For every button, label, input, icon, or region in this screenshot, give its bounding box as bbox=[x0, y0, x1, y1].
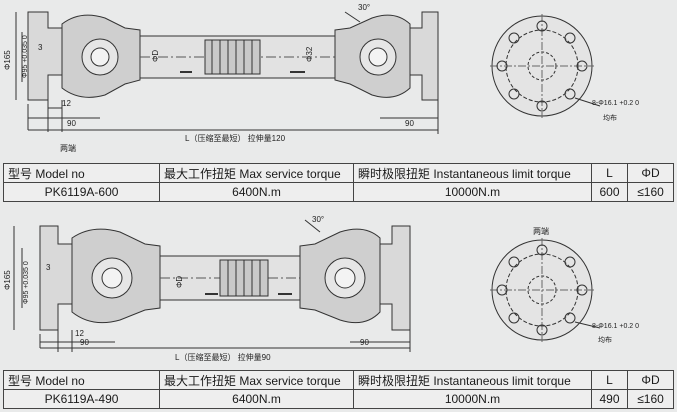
left-flange bbox=[39, 225, 73, 331]
right-flange bbox=[379, 225, 411, 331]
label-dim-12: 12 bbox=[75, 329, 84, 338]
header-max-torque: 最大工作扭矩 Max service torque bbox=[159, 370, 354, 390]
label-both-ends: 两端 bbox=[533, 226, 549, 236]
flange-face-view-2 bbox=[490, 238, 601, 342]
left-flange bbox=[27, 11, 63, 101]
header-model: 型号 Model no bbox=[3, 163, 160, 183]
spec-header-row: 型号 Model no 最大工作扭矩 Max service torque 瞬时… bbox=[3, 163, 674, 183]
value-max-torque: 6400N.m bbox=[159, 182, 354, 202]
flange-face-view-1 bbox=[490, 14, 601, 118]
shaft-drawing-svg-1: Φ165 Φ95 +0.035 0 3 12 90 90 ΦD Φ32 30° … bbox=[3, 3, 639, 153]
spec-value-row: PK6119A-600 6400N.m 10000N.m 600 ≤160 bbox=[3, 182, 674, 202]
value-diameter: ≤160 bbox=[627, 182, 674, 202]
header-diameter: ΦD bbox=[627, 370, 674, 390]
value-model: PK6119A-600 bbox=[3, 182, 160, 202]
shaft-drawing-svg-2: Φ165 Φ95 +0.035 0 3 12 90 90 ΦD 30° L（压缩… bbox=[3, 215, 639, 362]
label-uniform: 均布 bbox=[603, 113, 617, 122]
header-length: L bbox=[591, 163, 628, 183]
value-max-torque: 6400N.m bbox=[159, 389, 354, 409]
header-model: 型号 Model no bbox=[3, 370, 160, 390]
spline-section bbox=[204, 39, 261, 75]
header-limit-torque: 瞬时极限扭矩 Instantaneous limit torque bbox=[353, 163, 592, 183]
label-d-tol: Φ95 +0.035 0 bbox=[22, 35, 29, 78]
value-model: PK6119A-490 bbox=[3, 389, 160, 409]
label-phi-d: ΦD bbox=[175, 276, 184, 288]
label-d-flange: Φ165 bbox=[3, 50, 12, 70]
right-flange bbox=[409, 11, 439, 101]
label-d-tol: Φ95 +0.035 0 bbox=[23, 261, 30, 304]
header-length: L bbox=[591, 370, 628, 390]
label-dim-3: 3 bbox=[46, 263, 51, 272]
label-angle: 30° bbox=[358, 3, 370, 12]
spec-value-row: PK6119A-490 6400N.m 10000N.m 490 ≤160 bbox=[3, 389, 674, 409]
spec-header-row: 型号 Model no 最大工作扭矩 Max service torque 瞬时… bbox=[3, 370, 674, 390]
value-limit-torque: 10000N.m bbox=[353, 182, 592, 202]
label-phi-32: Φ32 bbox=[305, 46, 314, 62]
label-dim-90-right: 90 bbox=[405, 119, 414, 128]
value-length: 600 bbox=[591, 182, 628, 202]
label-phi-d: ΦD bbox=[151, 50, 160, 62]
value-diameter: ≤160 bbox=[627, 389, 674, 409]
header-diameter: ΦD bbox=[627, 163, 674, 183]
label-holes: 8-Φ16.1 +0.2 0 bbox=[592, 100, 639, 107]
shaft-drawing-1: Φ165 Φ95 +0.035 0 3 12 90 90 ΦD Φ32 30° … bbox=[0, 0, 677, 158]
label-dim-12: 12 bbox=[62, 99, 71, 108]
label-length: L（压缩至最短） 拉伸量120 bbox=[185, 133, 286, 143]
label-dim-90-left: 90 bbox=[80, 338, 89, 347]
spec-table-2: 型号 Model no 最大工作扭矩 Max service torque 瞬时… bbox=[3, 370, 674, 409]
label-uniform: 均布 bbox=[598, 335, 612, 344]
value-length: 490 bbox=[591, 389, 628, 409]
label-dim-90-right: 90 bbox=[360, 338, 369, 347]
label-holes: 8-Φ16.1 +0.2 0 bbox=[592, 323, 639, 330]
value-limit-torque: 10000N.m bbox=[353, 389, 592, 409]
header-limit-torque: 瞬时极限扭矩 Instantaneous limit torque bbox=[353, 370, 592, 390]
label-angle: 30° bbox=[312, 215, 324, 224]
label-dim-3: 3 bbox=[38, 43, 43, 52]
shaft-drawing-2: Φ165 Φ95 +0.035 0 3 12 90 90 ΦD 30° L（压缩… bbox=[0, 212, 677, 367]
label-dim-90-left: 90 bbox=[67, 119, 76, 128]
spec-table-1: 型号 Model no 最大工作扭矩 Max service torque 瞬时… bbox=[3, 163, 674, 202]
label-both-ends: 两端 bbox=[60, 143, 76, 153]
label-d-flange: Φ165 bbox=[3, 270, 12, 290]
label-length: L（压缩至最短） 拉伸量90 bbox=[175, 352, 271, 362]
header-max-torque: 最大工作扭矩 Max service torque bbox=[159, 163, 354, 183]
